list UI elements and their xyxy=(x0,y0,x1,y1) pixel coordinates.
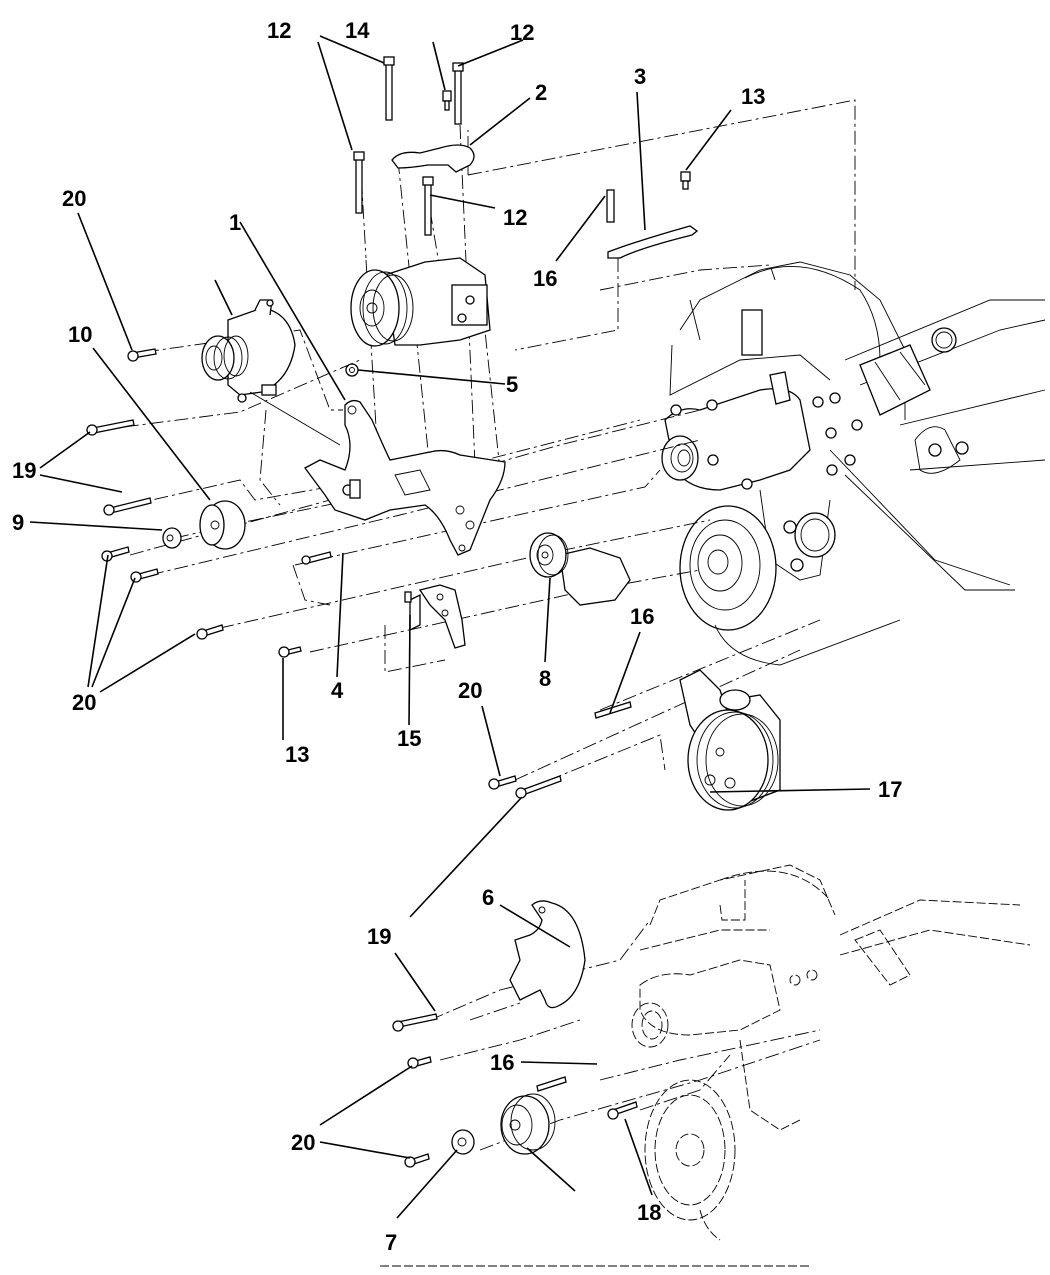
callout-19: 19 xyxy=(367,924,391,949)
part-20-bolts-lower xyxy=(404,1056,638,1168)
callout-14: 14 xyxy=(345,18,370,43)
part-10-idler-pulley xyxy=(199,500,246,550)
engine-lower-ghost xyxy=(631,864,1031,1241)
part-1-bracket xyxy=(304,399,506,556)
callout-15: 15 xyxy=(397,726,421,751)
part-4-stud xyxy=(301,551,332,565)
callout-2: 2 xyxy=(535,80,547,105)
callout-16: 16 xyxy=(490,1050,514,1075)
part-ac-compressor xyxy=(350,257,491,347)
part-alternator xyxy=(201,299,341,446)
callout-10: 10 xyxy=(68,322,92,347)
part-8-tensioner xyxy=(529,532,631,606)
callout-18: 7 xyxy=(385,1230,397,1255)
part-16-stud-lower xyxy=(536,1076,567,1092)
callout-20: 18 xyxy=(637,1200,661,1225)
part-9-spacer xyxy=(162,527,182,549)
callout-3: 3 xyxy=(634,64,646,89)
part-20-bolt xyxy=(127,348,157,362)
part-15-bracket xyxy=(404,584,466,649)
callout-13: 13 xyxy=(741,84,765,109)
callout-12: 12 xyxy=(267,18,291,43)
callout-12: 12 xyxy=(510,20,534,45)
part-16-stud-top xyxy=(606,189,615,223)
part-7-pulley xyxy=(500,1093,556,1155)
part-18-spacer xyxy=(451,1129,475,1155)
leader-lines xyxy=(29,35,871,1219)
callout-5: 5 xyxy=(506,372,518,397)
callout-20: 20 xyxy=(72,690,96,715)
callout-13: 13 xyxy=(285,742,309,767)
callout-17: 17 xyxy=(878,777,902,802)
part-20-19-bolts-mid xyxy=(488,775,562,799)
part-19-bolt-lower xyxy=(392,1013,438,1032)
part-19-bolts xyxy=(86,419,152,516)
part-20-bolts-left xyxy=(101,546,224,640)
part-16-stud-mid xyxy=(594,701,632,719)
part-13-bolt-top xyxy=(680,171,691,190)
part-17-power-steering-pump xyxy=(679,669,781,811)
callout-20: 20 xyxy=(458,678,482,703)
part-14-bolt xyxy=(442,90,452,111)
part-3-strap xyxy=(607,225,699,259)
callout-labels: 12 14 12 2 3 13 12 20 1 16 10 5 19 9 20 … xyxy=(12,18,902,1255)
callout-1: 1 xyxy=(229,210,241,235)
callout-16: 16 xyxy=(630,604,654,629)
part-2-bracket xyxy=(391,144,475,173)
callout-20: 20 xyxy=(62,186,86,211)
callout-12: 12 xyxy=(503,205,527,230)
callout-6: 6 xyxy=(482,885,494,910)
callout-20: 20 xyxy=(291,1130,315,1155)
part-5-nut xyxy=(345,363,359,377)
callout-19: 19 xyxy=(12,458,36,483)
part-12-bolts xyxy=(353,56,464,236)
callout-8: 8 xyxy=(539,666,551,691)
callout-9: 9 xyxy=(12,510,24,535)
engine-upper xyxy=(661,261,1046,666)
part-13-bolt-lower xyxy=(278,646,302,658)
part-6-bracket xyxy=(509,900,586,1009)
callout-16: 16 xyxy=(533,266,557,291)
callout-4: 4 xyxy=(331,678,344,703)
